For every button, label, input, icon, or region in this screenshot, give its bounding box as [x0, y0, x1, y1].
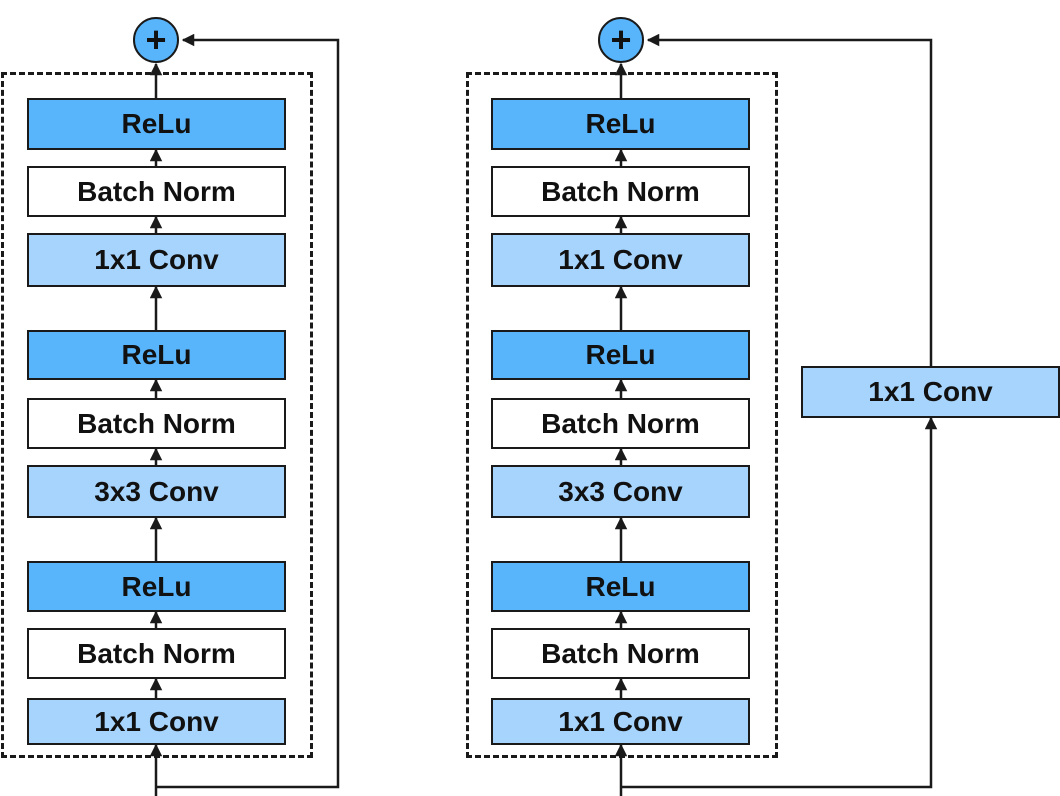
relu-layer: ReLu [491, 561, 750, 612]
conv-1x1-layer: 1x1 Conv [491, 698, 750, 745]
relu-layer: ReLu [27, 98, 286, 150]
dashed-block-frame-left [1, 72, 313, 758]
projection-shortcut-out [646, 33, 933, 366]
conv-1x1-layer: 1x1 Conv [27, 233, 286, 287]
relu-layer: ReLu [491, 98, 750, 150]
relu-layer: ReLu [27, 561, 286, 612]
addition-node-right: + [598, 17, 644, 63]
relu-layer: ReLu [27, 330, 286, 380]
batch-norm-layer: Batch Norm [491, 166, 750, 217]
projection-conv-1x1: 1x1 Conv [801, 366, 1060, 418]
batch-norm-layer: Batch Norm [27, 628, 286, 679]
conv-3x3-layer: 3x3 Conv [27, 465, 286, 518]
relu-layer: ReLu [491, 330, 750, 380]
addition-node-left: + [133, 17, 179, 63]
conv-1x1-layer: 1x1 Conv [27, 698, 286, 745]
batch-norm-layer: Batch Norm [27, 166, 286, 217]
dashed-block-frame-right [466, 72, 778, 758]
batch-norm-layer: Batch Norm [27, 398, 286, 449]
projection-shortcut-in [621, 416, 938, 789]
batch-norm-layer: Batch Norm [491, 628, 750, 679]
conv-1x1-layer: 1x1 Conv [491, 233, 750, 287]
identity-shortcut-left [156, 33, 340, 789]
conv-3x3-layer: 3x3 Conv [491, 465, 750, 518]
batch-norm-layer: Batch Norm [491, 398, 750, 449]
